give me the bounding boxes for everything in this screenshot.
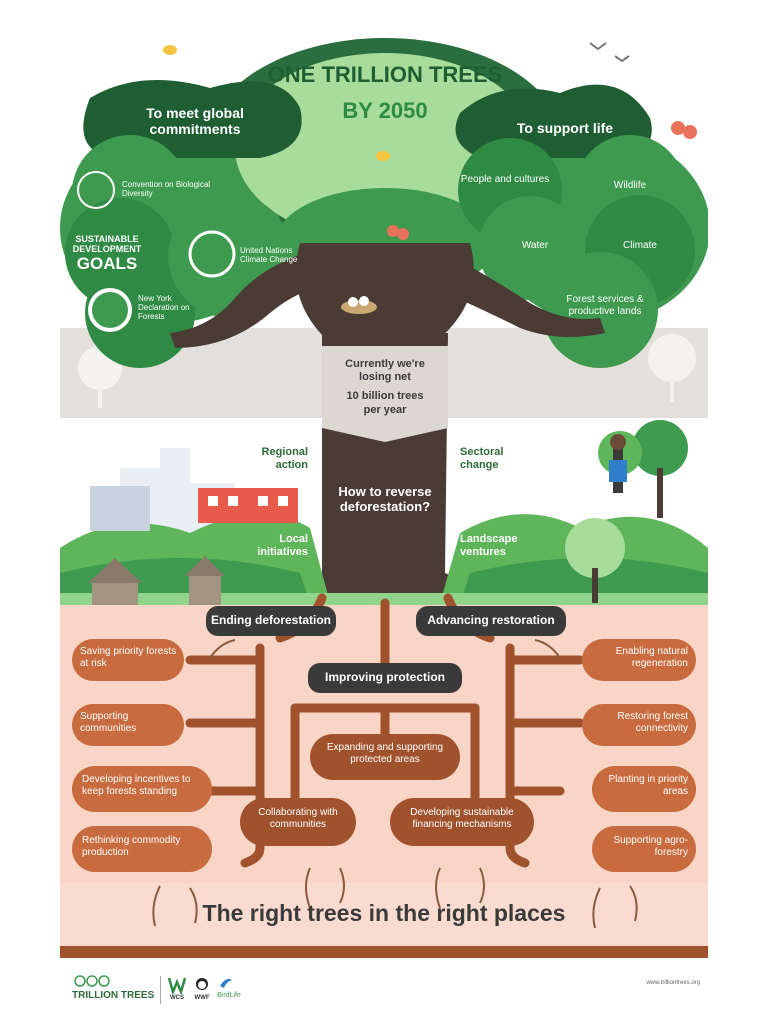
life-item-water: Water <box>521 240 549 251</box>
loss-banner <box>322 346 448 442</box>
wcs-label: WCS <box>170 995 184 1001</box>
unfccc-label: United Nations Climate Change <box>240 246 298 265</box>
wwf-panda-icon <box>196 978 208 990</box>
advancing-item-agroforestry: Supporting agro-forestry <box>613 835 689 858</box>
tagline: The right trees in the right places <box>202 900 566 926</box>
improving-item-collaborating: Collaborating with communities <box>258 807 338 830</box>
footer-brand: TRILLION TREES <box>72 990 155 1001</box>
footer: TRILLION TREES WCS WWF BirdLife www.tril… <box>0 968 768 1024</box>
loss-value: 10 billion trees <box>346 390 424 402</box>
life-item-wildlife: Wildlife <box>613 180 647 191</box>
loss-unit: per year <box>363 404 407 416</box>
poster-subtitle: BY 2050 <box>342 98 428 123</box>
wwf-label: WWF <box>194 995 210 1001</box>
sectoral-change-label: Sectoral change <box>460 446 504 471</box>
cbd-label: Convention on Biological Diversity <box>122 180 211 199</box>
footer-url[interactable]: www.trilliontrees.org <box>646 980 700 986</box>
orchard-trees <box>565 420 688 603</box>
logo-marks <box>77 171 236 332</box>
ending-item-priority-forests: Saving priority forests at risk <box>80 646 177 669</box>
local-initiatives-label: Local initiatives <box>257 533 308 558</box>
poster: ONE TRILLION TREES BY 2050 To meet globa… <box>60 28 708 958</box>
ending-deforestation-title: Ending deforestation <box>211 613 331 627</box>
nest <box>341 300 377 314</box>
loss-text: Currently we're losing net <box>345 358 425 383</box>
life-item-climate: Climate <box>623 240 657 251</box>
life-item-people: People and cultures <box>460 174 550 185</box>
trillion-trees-logo-icon <box>74 975 110 987</box>
wcs-logo-icon <box>168 977 186 994</box>
birdlife-icon <box>220 978 232 988</box>
reverse-deforestation-question: How to reverse deforestation? <box>338 484 432 514</box>
ending-item-communities: Supporting communities <box>80 711 137 734</box>
regional-action-label: Regional action <box>261 446 308 471</box>
tree-branches <box>170 243 605 348</box>
improving-item-protected-areas: Expanding and supporting protected areas <box>326 742 444 765</box>
footer-divider <box>160 976 161 1004</box>
life-item-forest-services: Forest services & productive lands <box>566 294 644 317</box>
ending-item-incentives: Developing incentives to keep forests st… <box>82 774 191 797</box>
advancing-item-planting: Planting in priority areas <box>608 774 688 797</box>
sdg-label: SUSTAINABLE DEVELOPMENT <box>72 234 142 255</box>
root-hairs <box>152 639 638 929</box>
improving-protection-title: Improving protection <box>325 670 445 684</box>
landscape-ventures-label: Landscape ventures <box>460 533 518 558</box>
support-life-heading: To support life <box>516 120 614 136</box>
global-commitments-heading: To meet global commitments <box>146 105 244 138</box>
sdg-goals-label: GOALS <box>76 254 138 273</box>
root-pills <box>72 606 696 872</box>
birdlife-label: BirdLife <box>217 992 241 999</box>
advancing-item-regeneration: Enabling natural regeneration <box>615 646 688 669</box>
improving-item-financing: Developing sustainable financing mechani… <box>410 807 514 830</box>
houses <box>88 486 298 611</box>
tree-illustration <box>60 28 708 958</box>
nydf-label: New York Declaration on Forests <box>138 294 190 322</box>
poster-title: ONE TRILLION TREES <box>267 62 503 87</box>
advancing-item-connectivity: Restoring forest connectivity <box>617 711 688 734</box>
advancing-restoration-title: Advancing restoration <box>427 613 555 627</box>
ending-item-commodity: Rethinking commodity production <box>82 835 181 858</box>
